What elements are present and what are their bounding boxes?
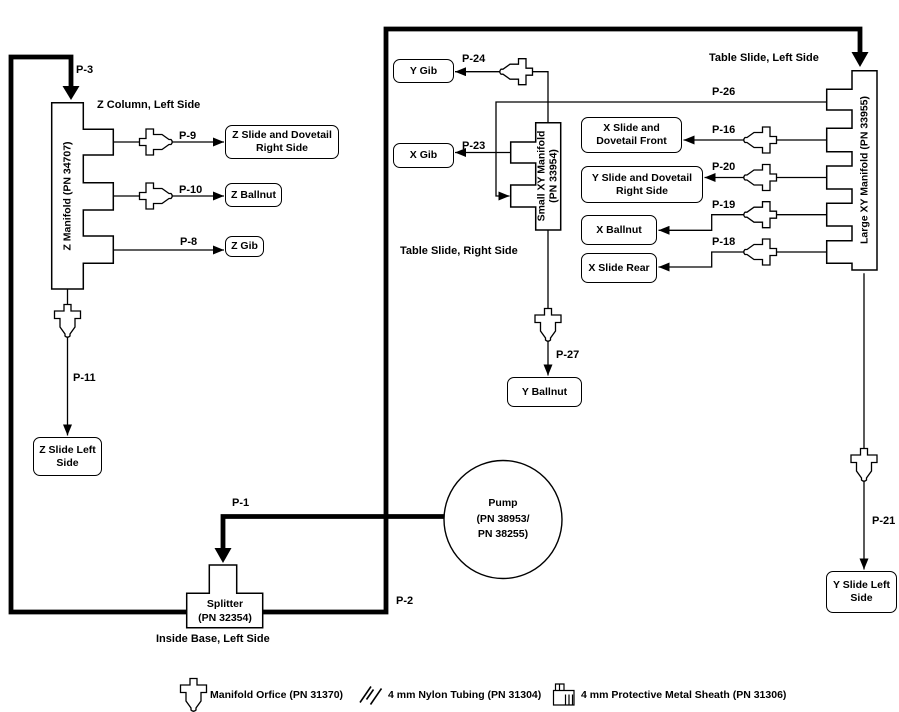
box-x-ballnut: X Ballnut (581, 215, 657, 245)
small-xy-manifold-label-line2: (PN 33954) (547, 149, 559, 203)
manifold-orifice-icon (743, 238, 778, 266)
box-x-slide-rear: X Slide Rear (581, 253, 657, 283)
section-label-z-column: Z Column, Left Side (97, 99, 201, 111)
box-line: Y Slide and Dovetail (591, 171, 693, 184)
legend-tubing-label: 4 mm Nylon Tubing (PN 31304) (388, 689, 542, 701)
box-line: X Gib (409, 149, 438, 161)
box-line: X Ballnut (596, 223, 642, 236)
box-line: Z Slide and Dovetail (232, 129, 332, 141)
box-y-slide-dovetail-right: Y Slide and Dovetail Right Side (581, 166, 703, 203)
box-z-slide-left-side: Z Slide Left Side (33, 437, 102, 476)
manifold-orifice-icon (850, 447, 878, 482)
pipe-label-p23: P-23 (462, 140, 486, 152)
pump-label: Pump (PN 38953/ PN 38255) (443, 496, 563, 543)
thick-arrowheads (62, 52, 869, 563)
metal-sheath-icon (552, 683, 575, 706)
arrowhead-icon (214, 548, 232, 563)
box-y-ballnut: Y Ballnut (507, 377, 582, 407)
manifold-orifice-icon (138, 128, 173, 156)
section-label-inside-base: Inside Base, Left Side (156, 633, 270, 645)
pipe-label-p3: P-3 (76, 64, 94, 76)
pump-label-line2: (PN 38953/ (476, 512, 530, 525)
box-line: Dovetail Front (596, 135, 667, 147)
pipe-p19 (658, 214, 827, 235)
pipe-label-p24: P-24 (462, 53, 486, 65)
pipe-label-p9: P-9 (179, 130, 197, 142)
pipe-label-p2: P-2 (396, 595, 414, 607)
section-label-table-slide-right: Table Slide, Right Side (400, 245, 518, 257)
pump-shape (443, 459, 563, 580)
box-line: X Slide Rear (588, 261, 650, 274)
box-line: Z Gib (231, 240, 258, 252)
z-manifold-label: Z Manifold (PN 34707) (60, 141, 73, 251)
pipe-label-p10: P-10 (179, 184, 203, 196)
manifold-orifice-icon (499, 58, 534, 86)
box-x-gib: X Gib (393, 143, 454, 168)
box-x-slide-dovetail-front: X Slide and Dovetail Front (581, 117, 682, 153)
component-shapes (50, 69, 878, 629)
box-line: Side (850, 592, 873, 604)
box-line: Y Slide Left (833, 579, 890, 591)
box-line: Right Side (616, 184, 668, 197)
pipe-label-p26: P-26 (712, 86, 736, 98)
manifold-orifice-icon (534, 307, 562, 342)
thick-supply-lines (8, 26, 863, 615)
box-line: X Slide and (603, 122, 660, 134)
splitter-label-line2: (PN 32354) (198, 611, 252, 624)
z-manifold-shape (50, 101, 115, 290)
large-xy-manifold-label: Large XY Manifold (PN 33955) (857, 95, 870, 245)
large-xy-manifold-shape (825, 69, 878, 271)
box-line: Side (56, 456, 79, 469)
pipe-p1-pump-to-splitter (220, 514, 444, 550)
legend-orifice-label: Manifold Orfice (PN 31370) (210, 689, 344, 701)
box-line: Y Ballnut (521, 385, 568, 398)
pipe-p26 (495, 101, 827, 201)
manifold-orifice-icon (743, 201, 778, 229)
legend-sheath-label: 4 mm Protective Metal Sheath (PN 31306) (581, 689, 787, 701)
box-line: Z Slide Left (39, 443, 96, 456)
pipe-label-p11: P-11 (73, 372, 96, 384)
arrowhead-icon (851, 52, 869, 67)
pipe-p24 (455, 67, 549, 123)
pipe-label-p18: P-18 (712, 236, 736, 248)
pipe-label-p16: P-16 (712, 124, 736, 136)
small-xy-manifold-label: Small XY Manifold (PN 33954) (535, 130, 560, 222)
box-z-slide-dovetail-right: Z Slide and Dovetail Right Side (225, 125, 339, 159)
box-line: Z Ballnut (231, 188, 276, 201)
arrowhead-icon (62, 86, 80, 100)
splitter-label-line1: Splitter (206, 597, 244, 610)
manifold-orifice-icon (179, 677, 208, 712)
manifold-orifice-icon (138, 182, 173, 210)
manifold-orifice-icon (743, 163, 778, 192)
manifold-orifice-icon (53, 303, 82, 338)
pipe-label-p20: P-20 (712, 161, 736, 173)
pipe-label-p21: P-21 (872, 515, 896, 527)
pump-label-line3: PN 38255) (477, 528, 529, 540)
pipe-label-p8: P-8 (180, 236, 198, 248)
box-line: Right Side (256, 142, 308, 154)
small-xy-manifold-label-line1: Small XY Manifold (535, 130, 548, 222)
pipe-label-p19: P-19 (712, 199, 736, 211)
box-y-gib: Y Gib (393, 59, 454, 83)
box-y-slide-left-side: Y Slide Left Side (826, 571, 897, 613)
pipe-p18 (658, 251, 827, 272)
pipe-label-p27: P-27 (556, 349, 580, 361)
manifold-orifice-icon (743, 126, 778, 154)
box-z-ballnut: Z Ballnut (225, 183, 282, 207)
box-z-gib: Z Gib (225, 236, 264, 257)
box-line: Y Gib (409, 64, 438, 77)
small-xy-manifold-shape (509, 121, 562, 231)
pipe-label-p1: P-1 (232, 497, 250, 509)
thin-tubing-lines (63, 67, 869, 570)
pipe-p2-right-loop (263, 26, 863, 615)
nylon-tubing-slashes-icon (359, 686, 383, 705)
splitter-shape (185, 564, 264, 629)
pipe-p3-left-loop (8, 54, 187, 615)
splitter-label: Splitter (PN 32354) (187, 593, 263, 628)
pump-label-line1: Pump (488, 497, 518, 509)
section-label-table-slide-left: Table Slide, Left Side (709, 52, 819, 64)
